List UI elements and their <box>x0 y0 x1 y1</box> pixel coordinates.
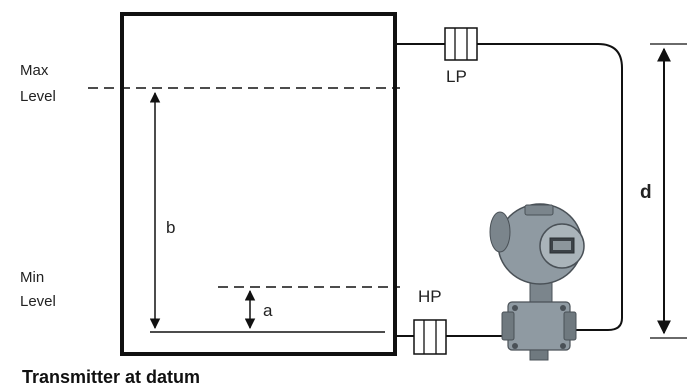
pressure-transmitter <box>489 203 585 361</box>
tank <box>120 12 397 356</box>
dimension-b-label: b <box>166 218 175 237</box>
max-level-label-line2: Level <box>20 88 56 105</box>
min-level-label-line1: Min <box>20 269 44 286</box>
max-level-label-line1: Max <box>20 62 49 79</box>
dimension-a-label: a <box>263 301 273 320</box>
dimension-d-label: d <box>640 182 652 203</box>
hp-valve <box>413 319 447 355</box>
caption: Transmitter at datum <box>22 367 200 387</box>
lp-label: LP <box>446 67 467 86</box>
lp-impulse-line <box>395 43 623 331</box>
hp-label: HP <box>418 287 442 306</box>
min-level-label-line2: Level <box>20 293 56 310</box>
lp-valve <box>444 27 478 61</box>
